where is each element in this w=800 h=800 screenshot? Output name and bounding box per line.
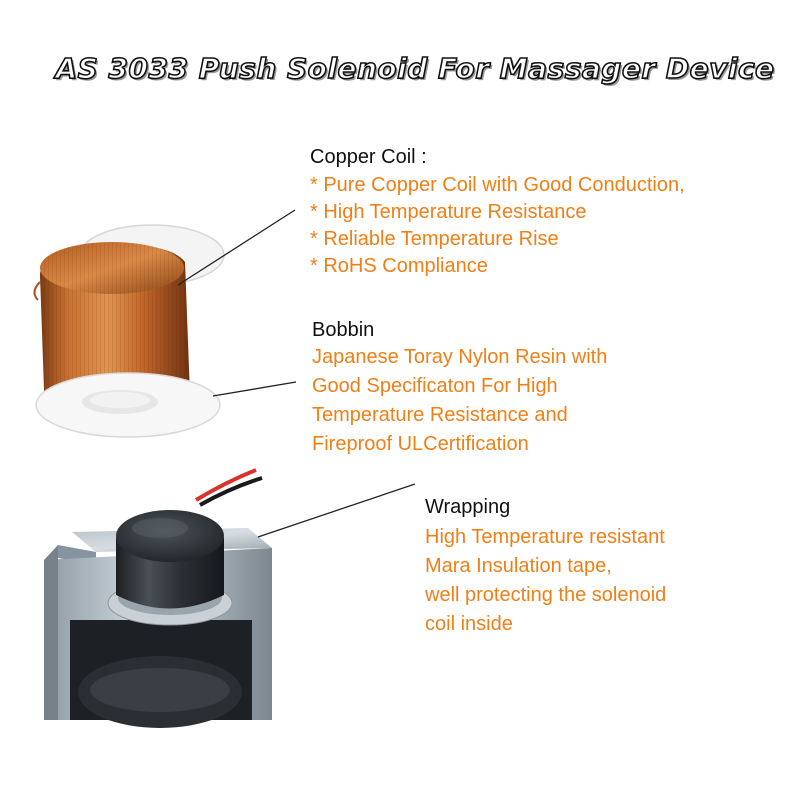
bobbin-line: Fireproof ULCertification [312,433,529,455]
bobbin-line: Temperature Resistance and [312,404,568,426]
wrapping-line: coil inside [425,613,513,635]
leader-line-bobbin [212,381,297,397]
wrapping-line: High Temperature resistant [425,526,665,548]
wrapping-heading: Wrapping [425,496,511,518]
wrapping-line: well protecting the solenoid [425,584,667,606]
copper-coil-spool-image [33,224,225,438]
bobbin-line: Japanese Toray Nylon Resin with [312,346,608,368]
copper-coil-features: * Pure Copper Coil with Good Conduction,… [310,172,685,280]
push-solenoid-image [44,468,272,728]
leader-line-copper-coil [177,209,296,286]
wrapping-description: High Temperature resistant Mara Insulati… [425,523,666,639]
page-title: AS 3033 Push Solenoid For Massager Devic… [55,51,775,86]
wrapping-line: Mara Insulation tape, [425,555,612,577]
copper-coil-heading: Copper Coil : [310,146,427,168]
copper-coil-line: * RoHS Compliance [310,255,488,277]
bobbin-line: Good Specificaton For High [312,375,558,397]
copper-coil-line: * High Temperature Resistance [310,201,587,223]
copper-coil-line: * Reliable Temperature Rise [310,228,559,250]
bobbin-description: Japanese Toray Nylon Resin with Good Spe… [312,343,607,459]
bobbin-heading: Bobbin [312,319,375,341]
leader-line-wrapping [257,483,416,538]
copper-coil-line: * Pure Copper Coil with Good Conduction, [310,174,685,196]
